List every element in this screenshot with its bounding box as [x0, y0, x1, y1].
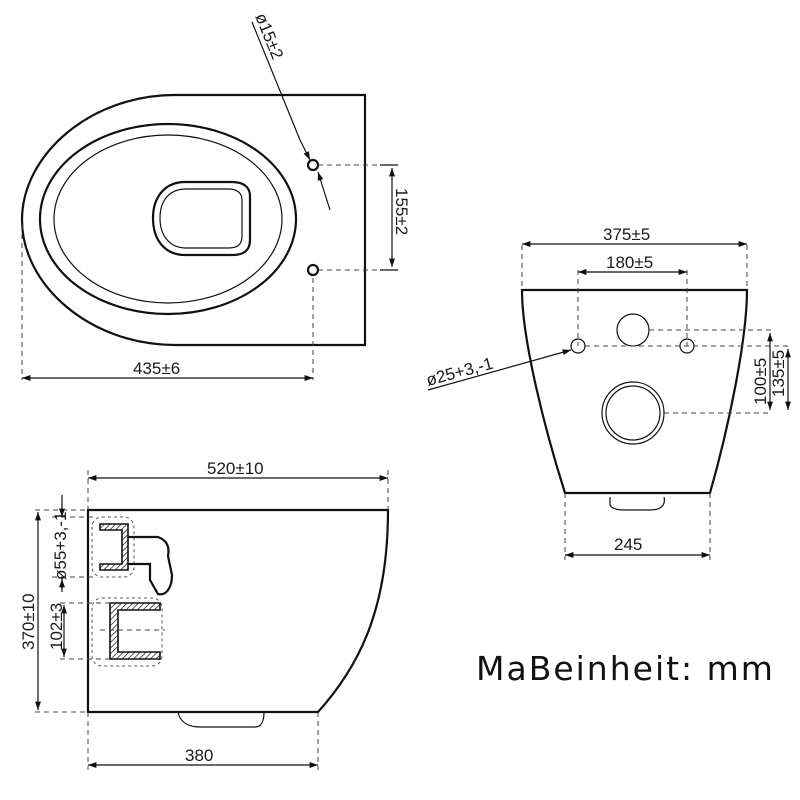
- dim-bolt-spacing-label: 180±5: [606, 253, 653, 272]
- top-view-bowl-opening: [151, 180, 252, 257]
- dim-height-label: 370±10: [19, 593, 38, 650]
- side-view-outlet-foot: [177, 711, 265, 728]
- dim-bolt-height-label: 135±5: [769, 350, 788, 397]
- top-view: ø15±2 155±2 435±6: [20, 10, 411, 381]
- dim-bottom-width-label: 245: [614, 535, 642, 554]
- side-outlet-dashed-outline: [91, 597, 163, 667]
- dim-top-width-label: 375±5: [603, 225, 650, 244]
- dim-base-depth-label: 380: [185, 746, 213, 765]
- side-inlet-pipe: [128, 535, 174, 596]
- top-view-outline: [20, 93, 367, 347]
- back-view-outlet: [609, 496, 665, 511]
- side-outlet-hatch: [109, 602, 161, 660]
- top-view-rim-outer: [38, 122, 298, 316]
- back-outlet-circle-inner: [605, 385, 661, 441]
- dim-projection-label: 520±10: [207, 459, 264, 478]
- back-view-outline: [520, 288, 749, 495]
- top-view-rim-inner: [53, 134, 283, 304]
- top-hole-lower: [306, 263, 320, 277]
- dim-bolt-diameter-label: ø25+3,-1: [424, 354, 495, 390]
- unit-label: MaBeinheit: mm: [476, 649, 775, 688]
- side-view-outline: [86, 508, 390, 714]
- dim-inlet-diameter-label: ø55+3,-1: [51, 511, 70, 580]
- top-view-bowl-inner: [159, 188, 243, 249]
- side-inlet-dashed-outline: [91, 516, 135, 578]
- dim-inlet-height-label: 100±5: [751, 358, 770, 405]
- back-outlet-circle-outer: [601, 381, 665, 445]
- dim-outlet-label: 102±3: [47, 603, 66, 650]
- side-inlet-hatch: [99, 523, 129, 571]
- dim-hole-diameter-label: ø15±2: [251, 10, 287, 62]
- side-view: 520±10 370±10 ø55+3,-1 102±3 380: [19, 459, 390, 770]
- top-hole-upper: [306, 158, 320, 172]
- dim-length-label: 435±6: [133, 359, 180, 378]
- back-view: 375±5 180±5 ø25+3,-1 100±5 135±5 245: [424, 225, 791, 560]
- back-inlet-circle: [616, 313, 650, 347]
- dim-hole-spacing-label: 155±2: [392, 188, 411, 235]
